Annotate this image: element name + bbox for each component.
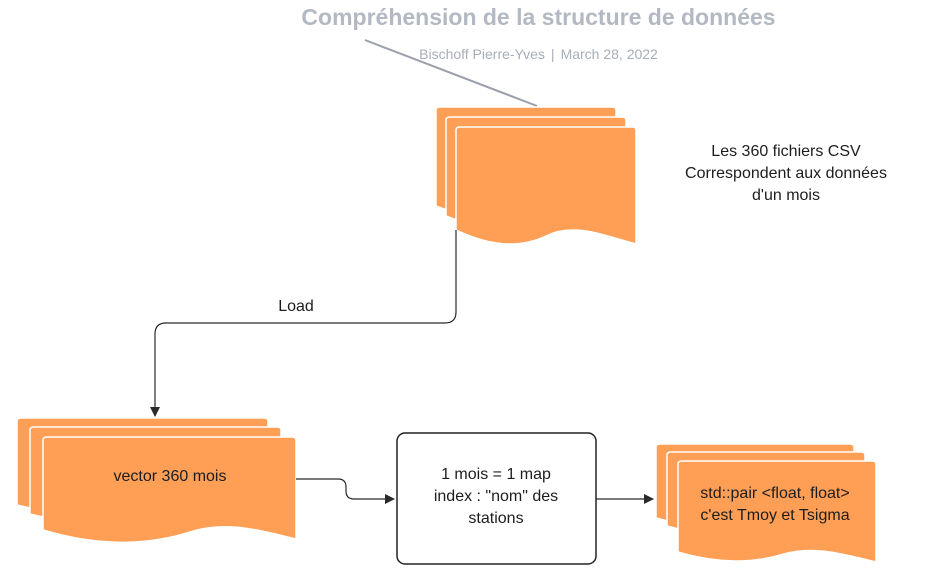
- pair-label-line-2: c'est Tmoy et Tsigma: [700, 507, 850, 524]
- meta-separator: |: [550, 46, 555, 62]
- load-connector[interactable]: [150, 230, 457, 417]
- page-title: Compréhension de la structure de données: [301, 4, 776, 30]
- pair-label: std::pair <float, float> c'est Tmoy et T…: [680, 483, 870, 527]
- pair-label-line-1: std::pair <float, float>: [700, 485, 850, 502]
- author-name: Bischoff Pierre-Yves: [419, 46, 545, 62]
- map-label-line-2: index : "nom" des: [433, 488, 559, 505]
- csv-note-line-3: d'un mois: [752, 187, 820, 204]
- pair-sheet-front: [677, 460, 877, 563]
- page-meta: Bischoff Pierre-Yves | March 28, 2022: [0, 46, 927, 62]
- document-date: March 28, 2022: [560, 46, 658, 62]
- map-label-line-3: stations: [468, 510, 524, 527]
- csv-file-front: [455, 126, 637, 245]
- pair-stack[interactable]: [655, 443, 877, 563]
- vector-sheet-front: [42, 436, 297, 544]
- load-label: Load: [278, 298, 314, 315]
- csv-note-line-1: Les 360 fichiers CSV: [711, 143, 861, 160]
- map-label: 1 mois = 1 map index : "nom" des station…: [398, 464, 594, 530]
- csv-files-stack[interactable]: [435, 106, 637, 245]
- csv-note-line-2: Correspondent aux données: [685, 165, 887, 182]
- vector-stack[interactable]: [16, 417, 297, 544]
- csv-note: Les 360 fichiers CSV Correspondent aux d…: [666, 141, 906, 207]
- map-label-line-1: 1 mois = 1 map: [441, 466, 551, 483]
- vector-label: vector 360 mois: [113, 468, 227, 485]
- decorative-line: [364, 39, 538, 107]
- vector-to-map-connector[interactable]: [296, 478, 395, 504]
